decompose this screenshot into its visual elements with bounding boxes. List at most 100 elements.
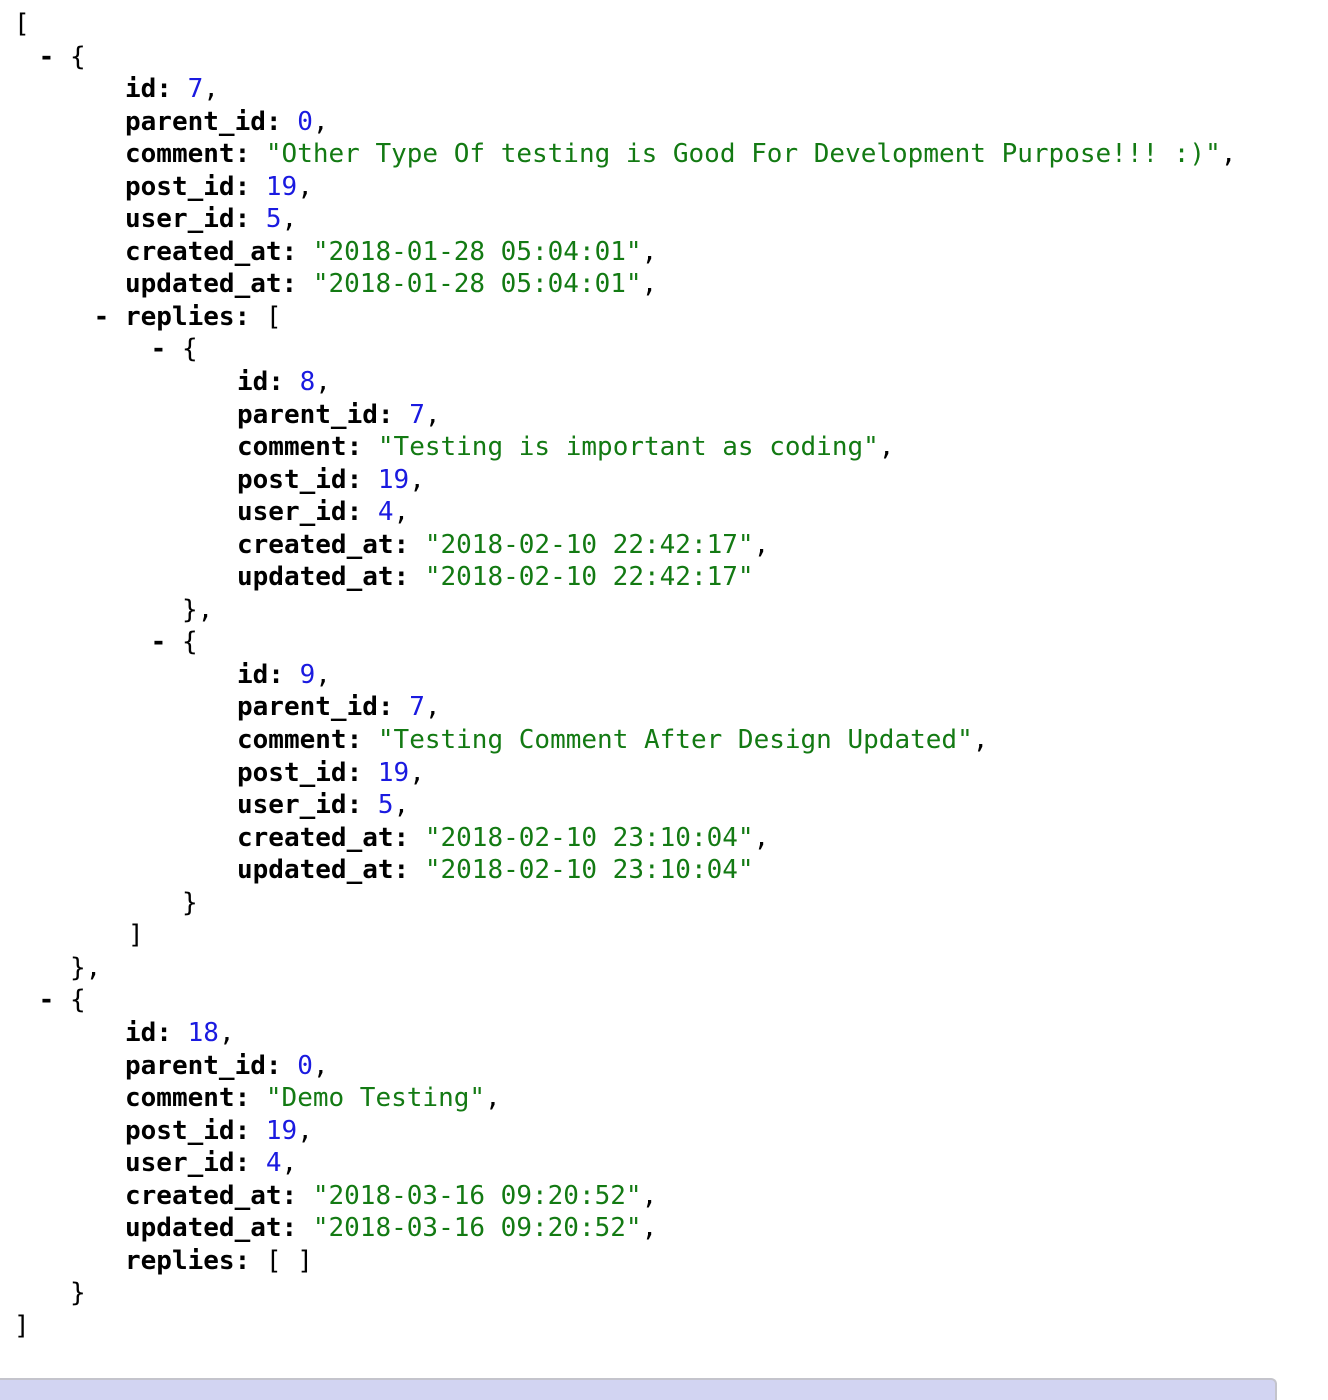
json-line: parent_id: 7,	[0, 691, 1328, 724]
brace-close: }	[182, 887, 198, 918]
comma: ,	[203, 74, 219, 105]
collapse-toggle[interactable]: -	[150, 334, 167, 365]
comma: ,	[485, 1083, 501, 1114]
key-comment: comment:	[237, 725, 363, 756]
comma: ,	[409, 464, 425, 495]
comma: ,	[393, 497, 410, 528]
key-parent_id: parent_id:	[125, 106, 282, 137]
status-bar	[0, 1378, 1277, 1400]
number-value: 0	[297, 106, 313, 137]
json-line: ]	[0, 919, 1328, 952]
brace-close: },	[182, 594, 214, 625]
comma: ,	[315, 659, 331, 690]
comma: ,	[641, 1180, 658, 1211]
json-line: post_id: 19,	[0, 464, 1328, 497]
number-value: 8	[299, 367, 316, 398]
json-line: post_id: 19,	[0, 171, 1328, 204]
json-line: replies: [ ]	[0, 1245, 1328, 1278]
key-user_id: user_id:	[125, 204, 251, 235]
key-post_id: post_id:	[237, 464, 363, 495]
number-value: 19	[377, 757, 410, 788]
string-value: "Testing Comment After Design Updated"	[377, 725, 973, 756]
brace-close: },	[70, 952, 102, 983]
json-line: - {	[0, 984, 1328, 1017]
string-value: "Testing is important as coding"	[377, 432, 879, 463]
string-value: "2018-02-10 22:42:17"	[424, 529, 754, 560]
number-value: 0	[297, 1050, 313, 1081]
json-line: user_id: 4,	[0, 496, 1328, 529]
json-line: updated_at: "2018-02-10 22:42:17"	[0, 561, 1328, 594]
string-value: "2018-03-16 09:20:52"	[312, 1180, 642, 1211]
key-replies: replies:	[124, 301, 251, 332]
comma: ,	[315, 367, 331, 398]
collapse-toggle[interactable]: -	[150, 627, 167, 658]
json-line: user_id: 5,	[0, 789, 1328, 822]
empty-array: [ ]	[250, 1245, 313, 1276]
key-post_id: post_id:	[125, 1115, 251, 1146]
bracket-open: [	[250, 301, 282, 332]
comma: ,	[972, 725, 989, 756]
json-line: id: 8,	[0, 366, 1328, 399]
key-comment: comment:	[125, 139, 251, 170]
number-value: 19	[377, 464, 410, 495]
number-value: 4	[377, 497, 394, 528]
comma: ,	[878, 432, 895, 463]
number-value: 9	[299, 659, 316, 690]
brace-close: }	[70, 1278, 86, 1309]
json-line: id: 9,	[0, 659, 1328, 692]
json-line: created_at: "2018-03-16 09:20:52",	[0, 1180, 1328, 1213]
json-line: updated_at: "2018-02-10 23:10:04"	[0, 854, 1328, 887]
number-value: 7	[187, 74, 204, 105]
json-line: parent_id: 7,	[0, 399, 1328, 432]
key-updated_at: updated_at:	[125, 1213, 298, 1244]
json-line: updated_at: "2018-01-28 05:04:01",	[0, 268, 1328, 301]
comma: ,	[281, 1148, 298, 1179]
json-line: - {	[0, 41, 1328, 74]
key-parent_id: parent_id:	[237, 692, 394, 723]
collapse-toggle[interactable]: -	[38, 41, 55, 72]
json-line: created_at: "2018-02-10 22:42:17",	[0, 529, 1328, 562]
json-line: post_id: 19,	[0, 757, 1328, 790]
comma: ,	[641, 1213, 658, 1244]
string-value: "Demo Testing"	[265, 1083, 486, 1114]
json-line: - {	[0, 626, 1328, 659]
json-line: ]	[0, 1310, 1328, 1343]
key-user_id: user_id:	[237, 497, 363, 528]
json-line: comment: "Testing is important as coding…	[0, 431, 1328, 464]
json-line: user_id: 5,	[0, 203, 1328, 236]
json-line: - replies: [	[0, 301, 1328, 334]
json-line: parent_id: 0,	[0, 1050, 1328, 1083]
string-value: "2018-02-10 22:42:17"	[424, 562, 754, 593]
key-parent_id: parent_id:	[125, 1050, 282, 1081]
string-value: "2018-03-16 09:20:52"	[312, 1213, 642, 1244]
comma: ,	[424, 692, 441, 723]
json-line: },	[0, 594, 1328, 627]
json-line: parent_id: 0,	[0, 106, 1328, 139]
json-line: id: 18,	[0, 1017, 1328, 1050]
collapse-toggle[interactable]: -	[38, 985, 55, 1016]
string-value: "2018-02-10 23:10:04"	[424, 822, 754, 853]
key-updated_at: updated_at:	[125, 269, 298, 300]
string-value: "2018-01-28 05:04:01"	[312, 269, 642, 300]
key-id: id:	[237, 367, 284, 398]
key-id: id:	[125, 1017, 172, 1048]
json-line: comment: "Demo Testing",	[0, 1082, 1328, 1115]
key-id: id:	[125, 74, 172, 105]
comma: ,	[297, 1115, 313, 1146]
comma: ,	[393, 790, 410, 821]
number-value: 5	[265, 204, 282, 235]
key-comment: comment:	[237, 432, 363, 463]
brace-open: {	[54, 41, 86, 72]
bracket-close: ]	[14, 1310, 30, 1341]
json-line: created_at: "2018-01-28 05:04:01",	[0, 236, 1328, 269]
key-updated_at: updated_at:	[237, 855, 410, 886]
key-user_id: user_id:	[237, 790, 363, 821]
collapse-toggle[interactable]: -	[93, 301, 110, 332]
json-line: id: 7,	[0, 73, 1328, 106]
comma: ,	[424, 399, 441, 430]
json-line: [	[0, 8, 1328, 41]
brace-open: {	[54, 985, 86, 1016]
json-line: }	[0, 887, 1328, 920]
comma: ,	[312, 1050, 329, 1081]
number-value: 18	[187, 1017, 219, 1048]
